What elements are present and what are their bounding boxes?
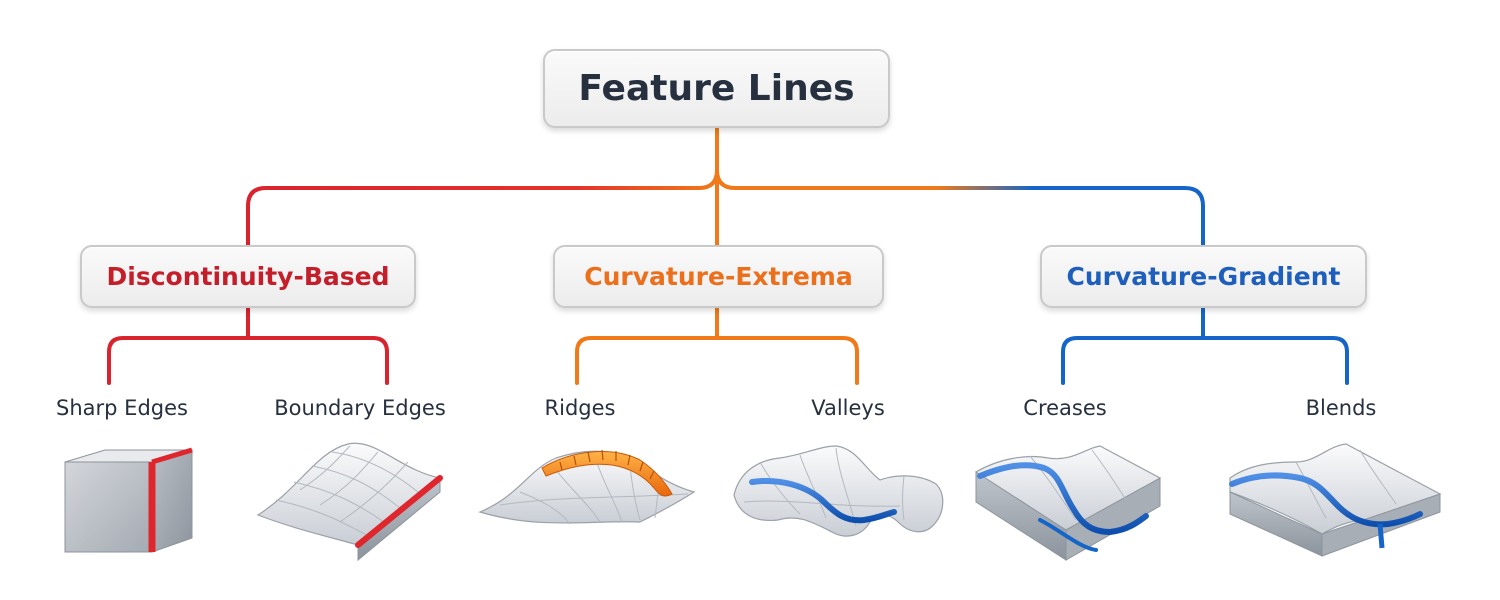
blend-line-highlight <box>1229 472 1423 528</box>
ridges-illustration <box>478 449 696 525</box>
connector-discontinuity-leaves <box>107 306 389 385</box>
leaf-label-blends: Blends <box>1305 396 1377 420</box>
leaf-label-valleys: Valleys <box>811 396 885 420</box>
root-label: Feature Lines <box>578 68 855 109</box>
sharp-edges-illustration <box>64 447 193 553</box>
category-label: Curvature-Gradient <box>1066 262 1341 291</box>
root-node-feature-lines: Feature Lines <box>543 49 890 128</box>
boundary-edge-highlight <box>355 475 443 548</box>
leaf-label-creases: Creases <box>1023 396 1107 420</box>
boundary-edges-illustration <box>256 442 443 562</box>
connector-curvature-gradient-leaves <box>1061 306 1349 385</box>
crease-line-highlight <box>977 462 1149 536</box>
blends-illustration <box>1229 443 1442 557</box>
category-discontinuity-based: Discontinuity-Based <box>80 245 416 308</box>
creases-illustration <box>975 445 1162 561</box>
valleys-illustration <box>733 445 944 537</box>
category-label: Curvature-Extrema <box>584 262 853 291</box>
connector-to-discontinuity <box>246 168 719 247</box>
leaf-label-boundary-edges: Boundary Edges <box>274 396 446 420</box>
valley-line-highlight <box>749 478 897 524</box>
connector-to-curvature-gradient <box>715 168 1205 247</box>
leaf-label-sharp-edges: Sharp Edges <box>56 396 188 420</box>
category-curvature-gradient: Curvature-Gradient <box>1040 245 1367 308</box>
category-curvature-extrema: Curvature-Extrema <box>553 245 884 308</box>
leaf-label-ridges: Ridges <box>544 396 616 420</box>
category-label: Discontinuity-Based <box>106 262 390 291</box>
connector-curvature-extrema-leaves <box>575 306 859 385</box>
